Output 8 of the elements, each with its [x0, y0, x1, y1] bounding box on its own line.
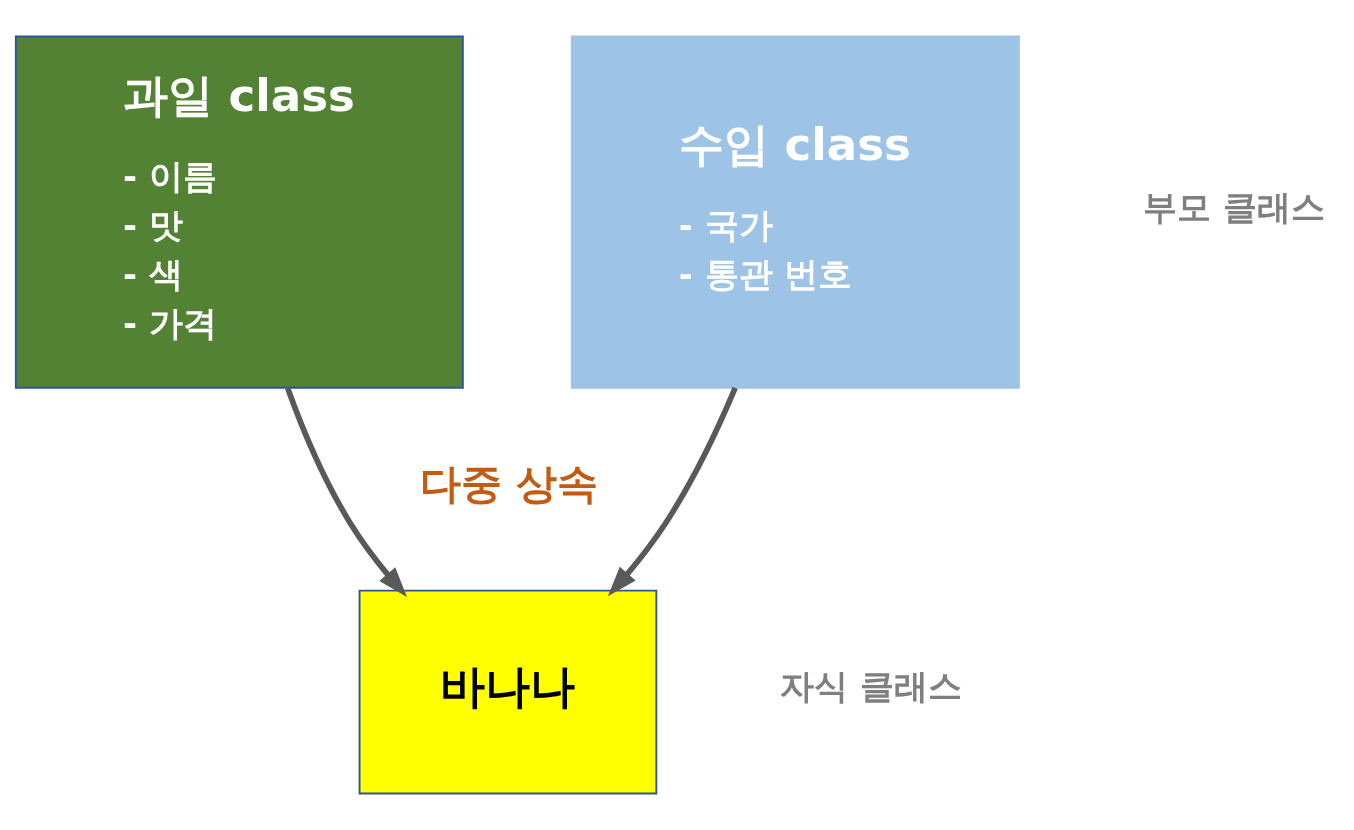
label: 자식 클래스 [780, 667, 963, 707]
node-box: 과일 class - 이름 - 맛 - 색 - 가격 [14, 35, 464, 389]
arrow [607, 386, 738, 597]
label: 다중 상속 [419, 459, 599, 508]
node-box: 바나나 [358, 589, 658, 795]
label: 부모 클래스 [1142, 187, 1325, 227]
node-box: 수입 class - 국가 - 통관 번호 [570, 35, 1020, 389]
arrow [285, 387, 408, 597]
